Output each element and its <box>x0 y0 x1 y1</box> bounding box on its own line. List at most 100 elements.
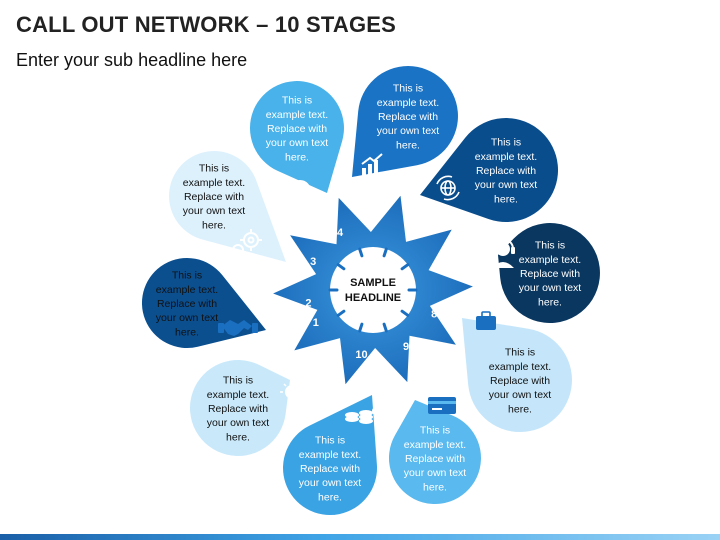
stage-number-6: 6 <box>406 229 412 241</box>
callout-text-line: example text. <box>489 361 551 373</box>
callout-stage-6: This is example text. Replace with your own… <box>420 118 559 223</box>
support-headset-icon <box>491 238 515 268</box>
callout-stage-9: This is example text. Replace with your own… <box>388 400 481 505</box>
callout-text-line: This is <box>505 347 535 359</box>
stage-number-9: 9 <box>403 341 409 353</box>
callout-text-line: This is <box>393 83 423 95</box>
callout-text-line: example text. <box>519 254 581 266</box>
center-tick <box>358 322 364 333</box>
callout-text-line: example text. <box>207 389 269 401</box>
callout-text-line: here. <box>396 139 420 151</box>
callout-text-line: here. <box>423 481 447 493</box>
callout-text-line: Replace with <box>267 123 327 135</box>
callout-text-line: This is <box>172 270 202 282</box>
callout-text-line: This is <box>315 435 345 447</box>
callout-text-line: your own text <box>404 467 467 479</box>
callout-text-line: example text. <box>299 449 361 461</box>
callout-stage-4: This is example text. Replace with your own… <box>249 81 344 193</box>
clock-icon <box>289 180 311 202</box>
callout-text-line: Replace with <box>157 298 217 310</box>
callout-text-line: here. <box>175 326 199 338</box>
gears-icon <box>232 229 262 256</box>
callout-text-line: example text. <box>404 439 466 451</box>
callout-text-line: Replace with <box>405 453 465 465</box>
callout-text-line: example text. <box>183 177 245 189</box>
callout-text-line: Replace with <box>184 191 244 203</box>
coins-icon <box>345 407 380 424</box>
stage-number-7: 7 <box>432 261 438 273</box>
callout-text-line: This is <box>199 163 229 175</box>
callout-bubble <box>388 400 481 505</box>
center-tick <box>336 263 346 271</box>
callout-text-line: your own text <box>207 417 270 429</box>
callout-text-line: This is <box>223 375 253 387</box>
callout-text-line: here. <box>494 193 518 205</box>
callout-bubble <box>189 360 290 457</box>
center-headline-line1: SAMPLE <box>350 277 396 289</box>
callout-text-line: here. <box>226 431 250 443</box>
stage-number-1: 1 <box>313 317 319 329</box>
callout-text-line: This is <box>491 137 521 149</box>
callout-text-line: Replace with <box>520 268 580 280</box>
callout-bubble <box>420 118 559 223</box>
stage-number-10: 10 <box>355 349 367 361</box>
callout-text-line: here. <box>202 219 226 231</box>
stage-number-2: 2 <box>305 298 311 310</box>
center-headline-line2: HEADLINE <box>345 292 401 304</box>
callout-stage-10: This is example text. Replace with your own… <box>283 395 378 515</box>
callout-text-line: Replace with <box>208 403 268 415</box>
page-title: CALL OUT NETWORK – 10 STAGES <box>16 12 397 37</box>
callout-text-line: your own text <box>519 282 582 294</box>
bottom-accent-bar <box>0 534 720 540</box>
callout-stage-8: This is example text. Replace with your own… <box>462 318 572 433</box>
callout-text-line: your own text <box>489 389 552 401</box>
center-tick <box>382 247 388 258</box>
callout-text-line: Replace with <box>490 375 550 387</box>
page-subtitle: Enter your sub headline here <box>16 50 248 70</box>
center-tick <box>358 247 364 258</box>
callout-text-line: your own text <box>266 137 329 149</box>
stage-number-4: 4 <box>337 227 344 239</box>
callout-text-line: example text. <box>377 97 439 109</box>
callout-text-line: example text. <box>266 109 328 121</box>
callout-text-line: your own text <box>377 125 440 137</box>
callout-text-line: This is <box>535 240 565 252</box>
lightbulb-icon <box>280 380 304 403</box>
callout-bubble <box>498 223 600 324</box>
callout-text-line: This is <box>420 425 450 437</box>
callout-text-line: Replace with <box>476 165 536 177</box>
center-tick <box>400 309 410 317</box>
center-circle <box>330 247 416 333</box>
callout-text-line: Replace with <box>300 463 360 475</box>
callout-stage-2: This is example text. Replace with your own… <box>189 360 290 457</box>
callout-text-line: your own text <box>475 179 538 191</box>
callout-bubble <box>352 66 458 177</box>
callout-stage-7: This is example text. Replace with your own… <box>498 223 600 324</box>
stage-number-3: 3 <box>310 256 316 268</box>
briefcase-icon <box>476 311 496 330</box>
callout-text-line: here. <box>508 403 532 415</box>
callout-stage-1: This is example text. Replace with your own… <box>141 257 266 348</box>
callout-text-line: your own text <box>156 312 219 324</box>
callout-bubble <box>462 318 572 433</box>
handshake-icon <box>218 320 258 336</box>
callout-stage-5: This is example text. Replace with your own… <box>352 66 458 177</box>
growth-chart-icon <box>361 153 383 176</box>
stage-number-5: 5 <box>370 218 376 230</box>
center-tick <box>336 309 346 317</box>
callout-text-line: your own text <box>299 477 362 489</box>
callout-text-line: This is <box>282 95 312 107</box>
globe-refresh-icon <box>436 175 460 201</box>
callout-bubble <box>249 81 344 193</box>
callout-text-line: here. <box>285 151 309 163</box>
credit-card-icon <box>428 397 456 414</box>
callout-bubble <box>169 151 286 262</box>
callout-text-line: here. <box>318 491 342 503</box>
callout-text-line: example text. <box>156 284 218 296</box>
center-tick <box>382 322 388 333</box>
callout-bubble <box>283 395 378 515</box>
callout-text-line: Replace with <box>378 111 438 123</box>
callout-text-line: example text. <box>475 151 537 163</box>
